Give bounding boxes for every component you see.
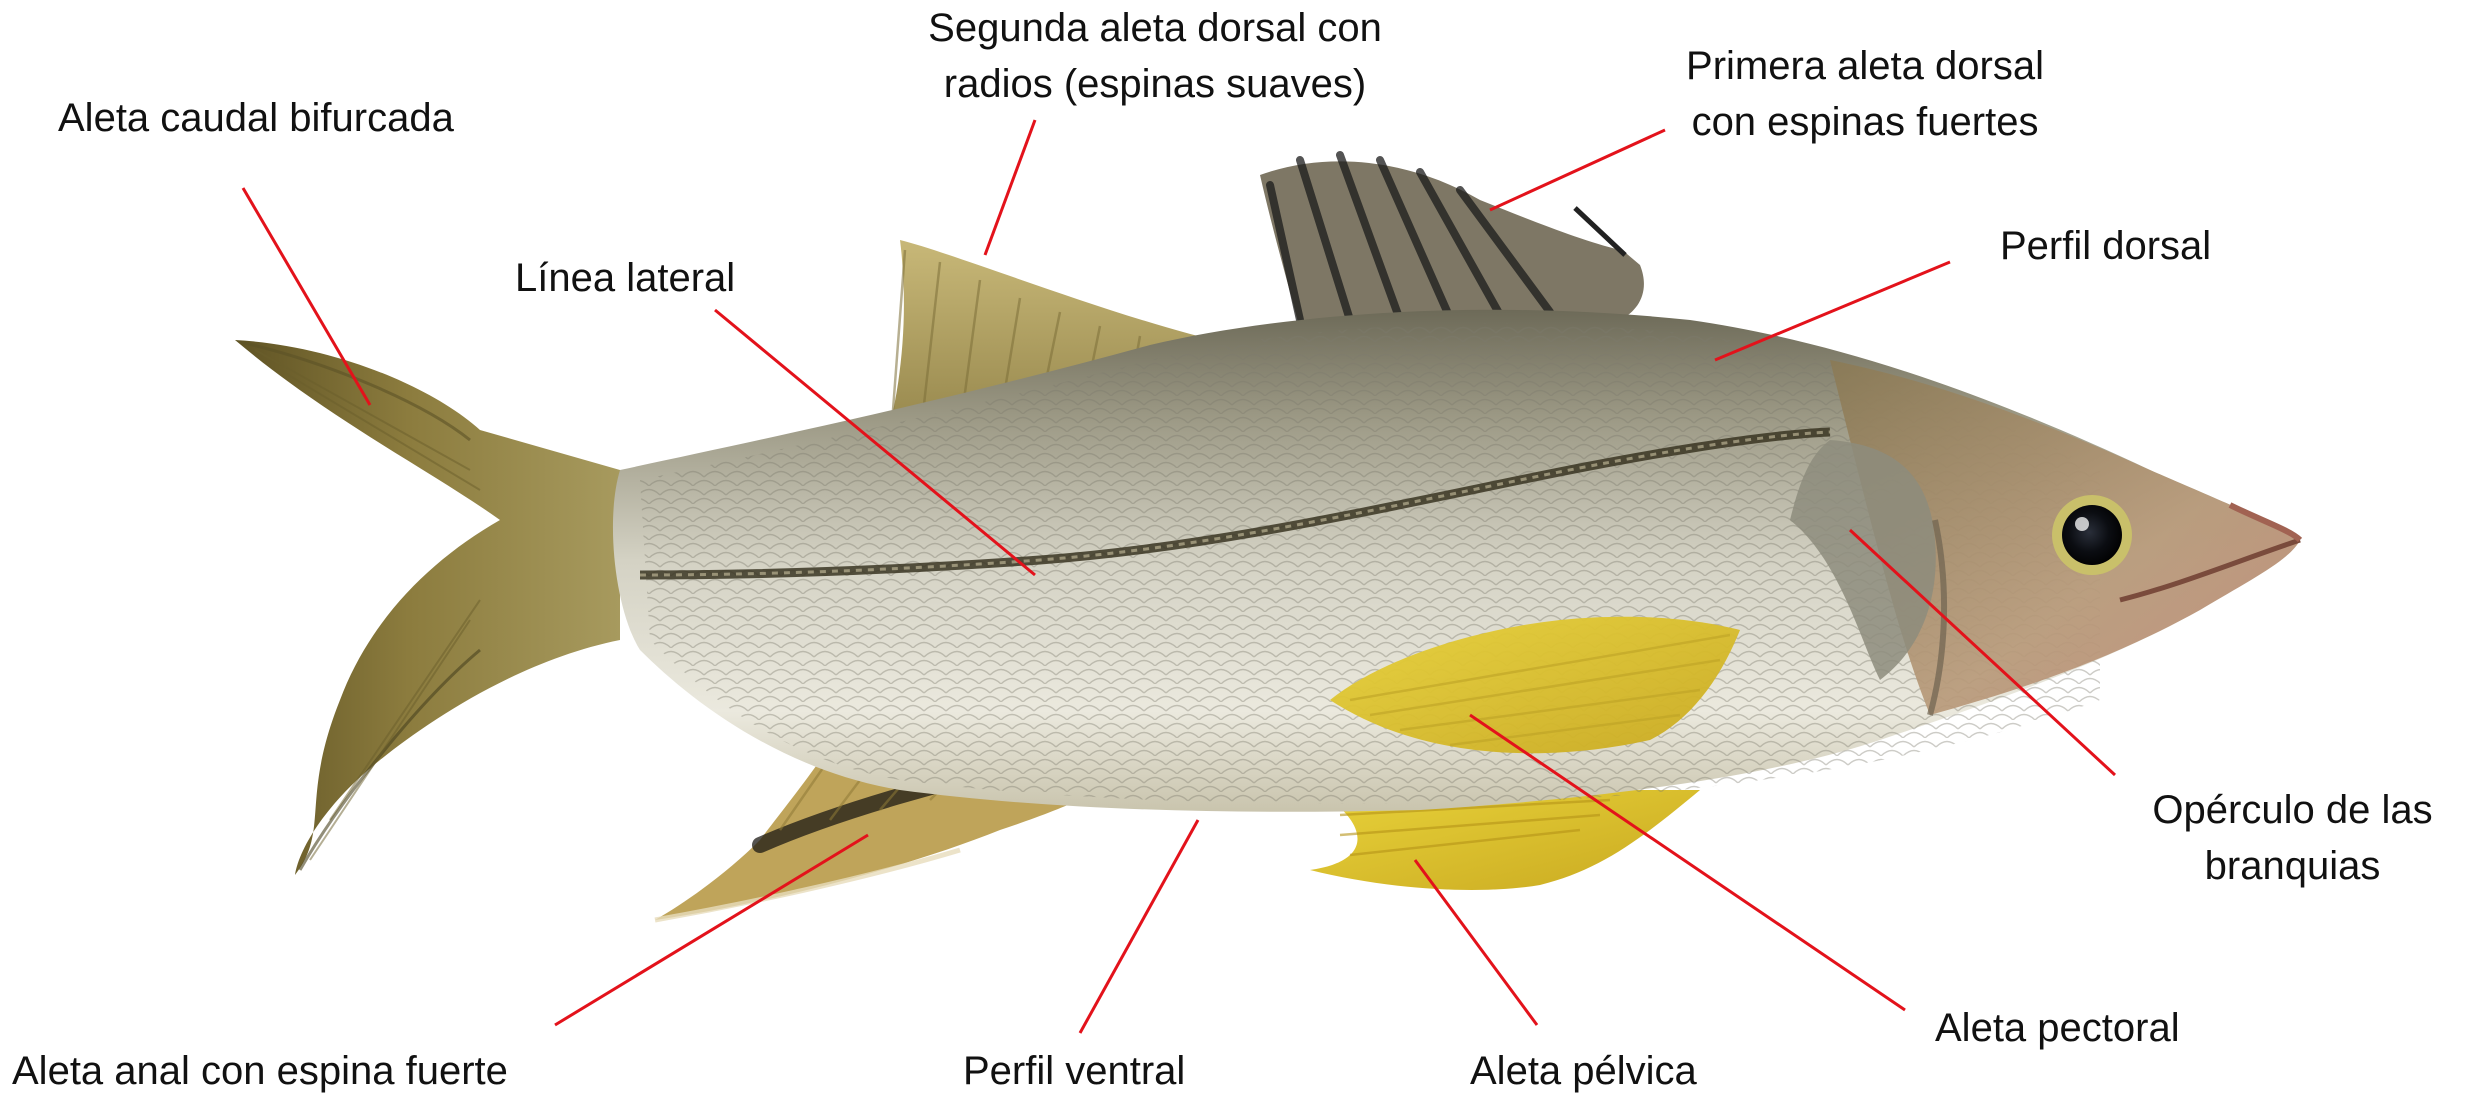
- caudal-fin-shape: [235, 340, 620, 875]
- label-lateral-line: Línea lateral: [515, 250, 735, 306]
- leader-line-dorsal-profile: [1715, 262, 1950, 360]
- fish-eye: [2052, 495, 2132, 575]
- label-pectoral-fin: Aleta pectoral: [1935, 1000, 2180, 1056]
- label-first-dorsal-fin: Primera aleta dorsal con espinas fuertes: [1640, 38, 2090, 150]
- label-second-dorsal-fin: Segunda aleta dorsal con radios (espinas…: [905, 0, 1405, 112]
- label-dorsal-profile: Perfil dorsal: [2000, 218, 2211, 274]
- leader-line-ventral-profile: [1080, 820, 1198, 1033]
- first-dorsal-fin-shape: [1260, 155, 1644, 330]
- leader-line-second-dorsal-fin: [985, 120, 1035, 255]
- leader-line-first-dorsal-fin: [1490, 130, 1665, 210]
- label-anal-fin: Aleta anal con espina fuerte: [12, 1043, 508, 1099]
- label-ventral-profile: Perfil ventral: [963, 1043, 1185, 1099]
- label-pelvic-fin: Aleta pélvica: [1470, 1043, 1697, 1099]
- leader-line-anal-fin: [555, 835, 868, 1025]
- label-caudal-fin: Aleta caudal bifurcada: [58, 90, 454, 146]
- label-operculum: Opérculo de las branquias: [2120, 782, 2465, 894]
